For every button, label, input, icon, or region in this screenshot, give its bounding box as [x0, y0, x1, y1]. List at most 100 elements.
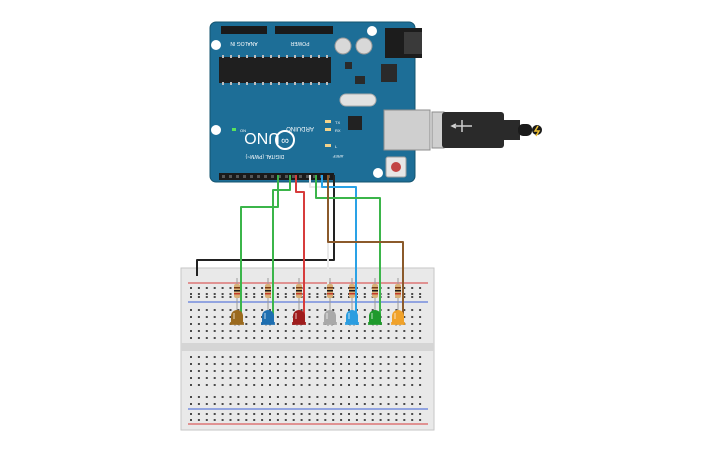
breadboard-hole	[261, 419, 264, 421]
breadboard-hole	[355, 356, 358, 358]
breadboard-hole	[387, 309, 390, 311]
breadboard-hole	[253, 356, 256, 358]
breadboard-hole	[348, 413, 350, 415]
mounting-hole	[367, 26, 377, 36]
breadboard-hole	[348, 370, 350, 372]
breadboard-hole	[403, 309, 406, 311]
breadboard-hole	[332, 287, 335, 289]
breadboard-hole	[261, 287, 264, 289]
led-green[interactable]	[368, 310, 382, 326]
led-blue[interactable]	[261, 310, 275, 326]
breadboard-hole	[379, 413, 382, 415]
breadboard-hole	[411, 296, 414, 298]
breadboard-hole	[284, 316, 287, 318]
resistor[interactable]	[296, 278, 302, 312]
breadboard-hole	[213, 309, 216, 311]
breadboard-hole	[332, 363, 335, 365]
rx-led-label: RX	[335, 128, 341, 133]
breadboard-hole	[269, 396, 271, 398]
uno-label: UNO	[244, 129, 280, 146]
wire-red-led3[interactable]	[295, 175, 305, 322]
breadboard-hole	[419, 384, 422, 386]
resistor[interactable]	[349, 278, 355, 312]
breadboard-hole	[292, 419, 295, 421]
breadboard-hole	[316, 377, 319, 379]
breadboard-hole	[348, 377, 350, 379]
led-orange[interactable]	[391, 310, 405, 326]
breadboard-hole	[371, 309, 374, 311]
on-led	[232, 128, 236, 131]
breadboard-hole	[292, 403, 295, 405]
breadboard-hole	[269, 413, 271, 415]
breadboard-hole	[253, 330, 256, 332]
breadboard-hole	[403, 330, 406, 332]
led-light-blue[interactable]	[345, 310, 359, 326]
breadboard-hole	[245, 384, 248, 386]
led-white[interactable]	[323, 310, 337, 326]
led-orange-brown[interactable]	[230, 310, 244, 326]
wire-blue-led5[interactable]	[321, 175, 357, 322]
breadboard-hole	[253, 413, 256, 415]
breadboard-hole	[261, 337, 264, 339]
breadboard[interactable]	[180, 267, 435, 431]
arduino-uno-board[interactable]: ANALOG IN POWER UNO ∞ ARDUINO	[209, 21, 431, 183]
wire-green-led6[interactable]	[315, 175, 381, 322]
breadboard-hole	[371, 370, 374, 372]
resistor[interactable]	[265, 278, 271, 312]
wire-black-gnd[interactable]	[196, 175, 335, 276]
breadboard-hole	[197, 330, 200, 332]
breadboard-hole	[340, 287, 343, 289]
breadboard-hole	[190, 384, 192, 386]
breadboard-hole	[411, 356, 414, 358]
breadboard-hole	[324, 419, 327, 421]
reset-button-cap[interactable]	[391, 162, 401, 172]
breadboard-hole	[213, 293, 216, 295]
breadboard-hole	[253, 309, 256, 311]
breadboard-hole	[419, 287, 422, 289]
breadboard-hole	[300, 309, 303, 311]
breadboard-hole	[308, 337, 311, 339]
breadboard-hole	[419, 396, 422, 398]
breadboard-hole	[229, 363, 232, 365]
breadboard-hole	[229, 287, 232, 289]
breadboard-center-channel	[181, 343, 434, 351]
breadboard-hole	[292, 370, 295, 372]
breadboard-hole	[205, 403, 208, 405]
breadboard-hole	[395, 403, 398, 405]
led-red[interactable]	[292, 310, 306, 326]
breadboard-hole	[363, 403, 366, 405]
breadboard-hole	[284, 370, 287, 372]
breadboard-hole	[308, 287, 311, 289]
breadboard-hole	[190, 356, 192, 358]
breadboard-hole	[221, 323, 224, 325]
breadboard-hole	[332, 403, 335, 405]
resistor[interactable]	[327, 278, 333, 312]
breadboard-hole	[197, 363, 200, 365]
resistor[interactable]	[234, 278, 240, 312]
breadboard-hole	[229, 293, 232, 295]
breadboard-hole	[340, 396, 343, 398]
wire-white-led4[interactable]	[309, 175, 329, 300]
breadboard-hole	[229, 337, 232, 339]
breadboard-hole	[332, 377, 335, 379]
breadboard-hole	[308, 330, 311, 332]
wire-brown-led7[interactable]	[327, 175, 404, 322]
resistor[interactable]	[395, 278, 401, 312]
breadboard-hole	[403, 396, 406, 398]
breadboard-hole	[419, 377, 422, 379]
resistor[interactable]	[372, 278, 378, 312]
breadboard-hole	[316, 363, 319, 365]
breadboard-hole	[261, 413, 264, 415]
breadboard-hole	[197, 356, 200, 358]
wire-green-led2[interactable]	[272, 175, 291, 322]
components	[230, 278, 405, 326]
digital-header[interactable]	[219, 173, 334, 180]
breadboard-hole	[245, 377, 248, 379]
usb-cable[interactable]	[431, 111, 542, 149]
breadboard-hole	[348, 384, 350, 386]
breadboard-hole	[300, 377, 303, 379]
breadboard-hole	[300, 384, 303, 386]
breadboard-hole	[197, 413, 200, 415]
breadboard-hole	[284, 293, 287, 295]
breadboard-hole	[221, 287, 224, 289]
